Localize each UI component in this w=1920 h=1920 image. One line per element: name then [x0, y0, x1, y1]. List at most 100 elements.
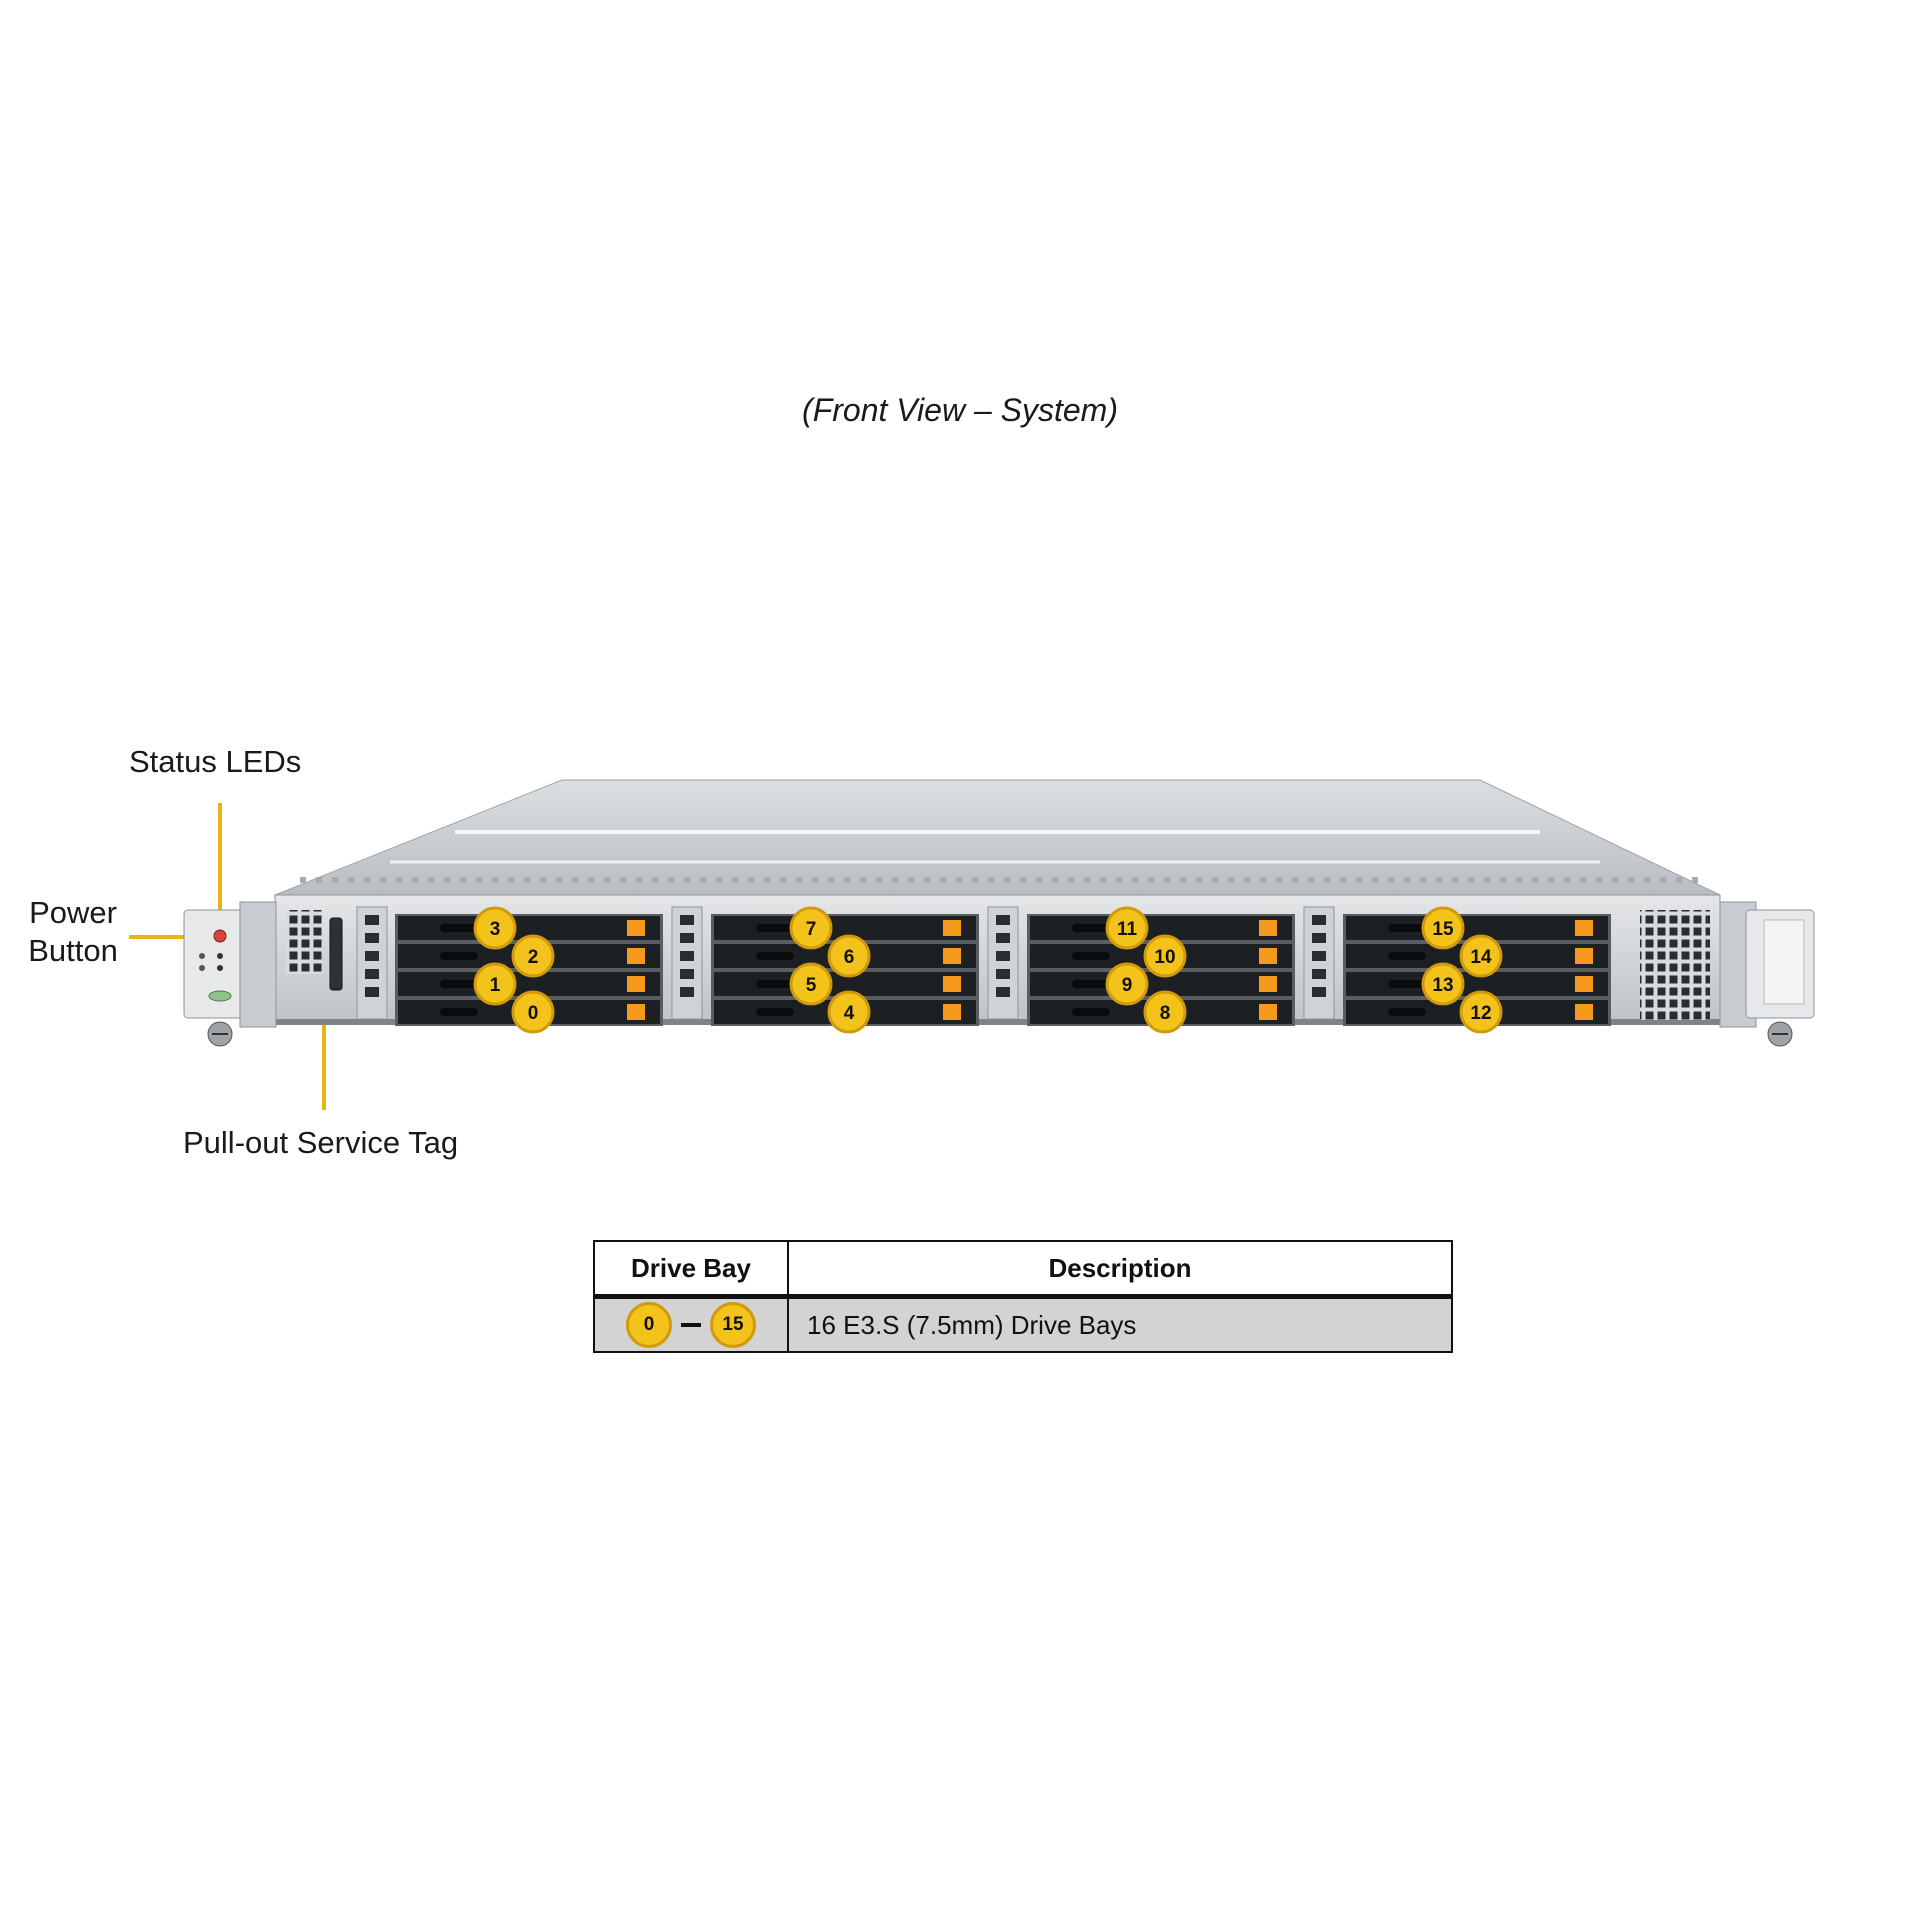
table-row: 0 15 16 E3.S (7.5mm) Drive Bays	[593, 1296, 1453, 1353]
status-leds-label: Status LEDs	[129, 744, 302, 779]
badge-circle	[789, 906, 833, 950]
drive-latch	[627, 948, 645, 964]
drive-bay-badge-to: 15	[710, 1302, 756, 1348]
drive-handle-slot	[440, 924, 478, 932]
badge-number: 7	[806, 919, 817, 940]
badge-circle	[511, 934, 555, 978]
drive-bay-badge: 9	[1105, 962, 1149, 1006]
drive-latch	[627, 920, 645, 936]
drive-handle-slot	[1388, 952, 1426, 960]
badge-circle	[511, 990, 555, 1034]
badge-number: 10	[1154, 947, 1175, 968]
drive-handle-slot	[1072, 980, 1110, 988]
separator-columns	[356, 906, 1335, 1020]
drive-bay-description: 16 E3.S (7.5mm) Drive Bays	[787, 1296, 1453, 1353]
service-tag-leader	[322, 1020, 326, 1110]
drive-handle-slot	[756, 924, 794, 932]
badge-number: 0	[528, 1003, 539, 1024]
drive-bay-badge: 8	[1143, 990, 1187, 1034]
service-tag-label: Pull-out Service Tag	[183, 1125, 459, 1160]
left-rack-ear	[183, 901, 277, 1047]
drive-handle-slot	[756, 1008, 794, 1016]
badge-number: 14	[1470, 947, 1492, 968]
drive-bay-badge: 0	[511, 990, 555, 1034]
badge-number: 8	[1160, 1003, 1171, 1024]
drive-handle-slot	[1388, 924, 1426, 932]
drive-bay-badge: 1	[473, 962, 517, 1006]
badge-circle	[473, 962, 517, 1006]
drive-handle-slot	[756, 952, 794, 960]
badge-number: 12	[1470, 1003, 1491, 1024]
badge-circle	[1459, 934, 1503, 978]
right-rack-ear	[1719, 901, 1815, 1047]
drive-handle-slot	[1072, 1008, 1110, 1016]
drive-handle-slot	[440, 952, 478, 960]
badge-number: 1	[490, 975, 501, 996]
badge-circle	[473, 906, 517, 950]
badge-circle	[1105, 962, 1149, 1006]
drive-handle-slot	[1072, 924, 1110, 932]
drive-handle-slot	[1388, 1008, 1426, 1016]
drive-bay-badge: 10	[1143, 934, 1187, 978]
power-button-label-line2: Button	[28, 933, 118, 968]
left-vent	[286, 910, 322, 974]
badge-circle	[1459, 990, 1503, 1034]
table-header-drive-bay: Drive Bay	[593, 1240, 789, 1299]
drive-bay-badge: 15	[1421, 906, 1465, 950]
drive-latch	[1259, 948, 1277, 964]
drive-bay-badge: 12	[1459, 990, 1503, 1034]
drive-latch	[1259, 976, 1277, 992]
drive-latch	[1575, 1004, 1593, 1020]
drive-latch	[943, 1004, 961, 1020]
badge-circle	[827, 990, 871, 1034]
badge-number: 9	[1122, 975, 1133, 996]
badge-number: 13	[1432, 975, 1453, 996]
badge-circle	[827, 934, 871, 978]
drive-latch	[1259, 1004, 1277, 1020]
drive-bay-badge: 3	[473, 906, 517, 950]
drive-bay-badge: 7	[789, 906, 833, 950]
drive-latch	[1575, 948, 1593, 964]
badge-number: 11	[1117, 919, 1138, 940]
drive-handle-slot	[440, 1008, 478, 1016]
drive-group-1: 3 2 1 0	[395, 906, 663, 1034]
drive-latch	[943, 948, 961, 964]
range-dash	[681, 1323, 701, 1327]
badge-number: 6	[844, 947, 855, 968]
badge-number: 4	[844, 1003, 855, 1024]
drive-latch	[1259, 920, 1277, 936]
drive-handle-slot	[1072, 952, 1110, 960]
badge-circle	[1105, 906, 1149, 950]
drive-group-2: 7 6 5 4	[711, 906, 979, 1034]
drive-bay-badge: 2	[511, 934, 555, 978]
power-button-leader	[129, 935, 215, 939]
drive-latch	[943, 976, 961, 992]
drive-bay-range: 0 15	[593, 1296, 789, 1353]
badge-circle	[1143, 934, 1187, 978]
status-leds	[199, 929, 232, 1002]
badge-circle	[1421, 906, 1465, 950]
drive-latch	[627, 1004, 645, 1020]
drive-bay-badge: 4	[827, 990, 871, 1034]
badge-number: 5	[806, 975, 817, 996]
drive-bay-badge: 14	[1459, 934, 1503, 978]
drive-bay-badge: 11	[1105, 906, 1149, 950]
drive-bay-badge-from: 0	[626, 1302, 672, 1348]
power-button-label: Power Button	[27, 894, 119, 970]
badge-number: 3	[490, 919, 501, 940]
drive-bay-badge: 13	[1421, 962, 1465, 1006]
badge-number: 2	[528, 947, 539, 968]
drive-latch	[1575, 920, 1593, 936]
drive-handle-slot	[1388, 980, 1426, 988]
power-button-label-line1: Power	[29, 895, 117, 930]
figure-caption: (Front View – System)	[802, 392, 1118, 428]
badge-circle	[1421, 962, 1465, 1006]
drive-latch	[627, 976, 645, 992]
service-tag	[329, 917, 343, 991]
drive-bay-badge: 6	[827, 934, 871, 978]
drive-latch	[943, 920, 961, 936]
drive-group-3: 11 10 9 8	[1027, 906, 1295, 1034]
